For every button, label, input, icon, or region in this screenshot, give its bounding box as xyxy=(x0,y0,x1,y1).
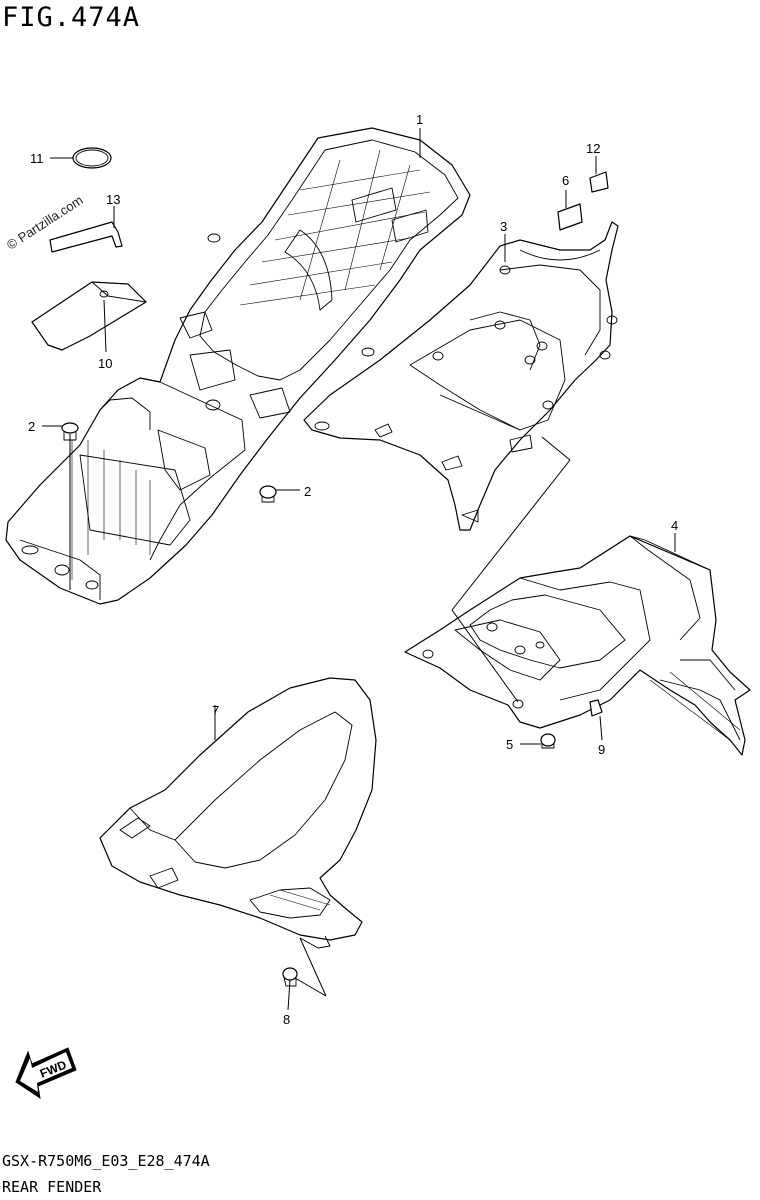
part-3-rear-fender-inner[interactable] xyxy=(303,221,619,531)
part-12-pad[interactable] xyxy=(589,171,609,193)
part-9-nut[interactable] xyxy=(589,699,603,717)
figure-title: FIG.474A xyxy=(2,2,141,33)
callout-12: 12 xyxy=(586,141,600,156)
callout-2a: 2 xyxy=(28,419,35,434)
part-10-tool-bag[interactable] xyxy=(31,281,147,351)
part-6-pad[interactable] xyxy=(557,203,583,231)
callout-1: 1 xyxy=(416,112,423,127)
callout-3: 3 xyxy=(500,219,507,234)
part-5-bolt[interactable] xyxy=(540,733,556,749)
part-2-bolt-upper[interactable] xyxy=(61,422,79,441)
callout-8: 8 xyxy=(283,1012,290,1027)
part-13-hex-wrench[interactable] xyxy=(49,221,123,253)
callout-6: 6 xyxy=(562,173,569,188)
callout-10: 10 xyxy=(98,356,112,371)
part-11-o-ring[interactable] xyxy=(72,147,112,169)
callout-13: 13 xyxy=(106,192,120,207)
callout-5: 5 xyxy=(506,737,513,752)
callout-2b: 2 xyxy=(304,484,311,499)
leader-lines xyxy=(42,128,676,1011)
part-1-rear-fender-frame[interactable] xyxy=(5,127,471,605)
part-4-rear-fender-cover[interactable] xyxy=(404,535,751,756)
part-2-bolt-lower[interactable] xyxy=(259,485,277,503)
fwd-arrow-icon: FWD xyxy=(15,1047,77,1100)
callout-4: 4 xyxy=(671,518,678,533)
callout-9: 9 xyxy=(598,742,605,757)
callout-11: 11 xyxy=(30,151,44,166)
section-name: REAR FENDER xyxy=(2,1178,102,1196)
part-7-front-fender[interactable] xyxy=(99,677,377,949)
callout-7: 7 xyxy=(212,703,219,718)
model-code: GSX-R750M6_E03_E28_474A xyxy=(2,1152,210,1170)
